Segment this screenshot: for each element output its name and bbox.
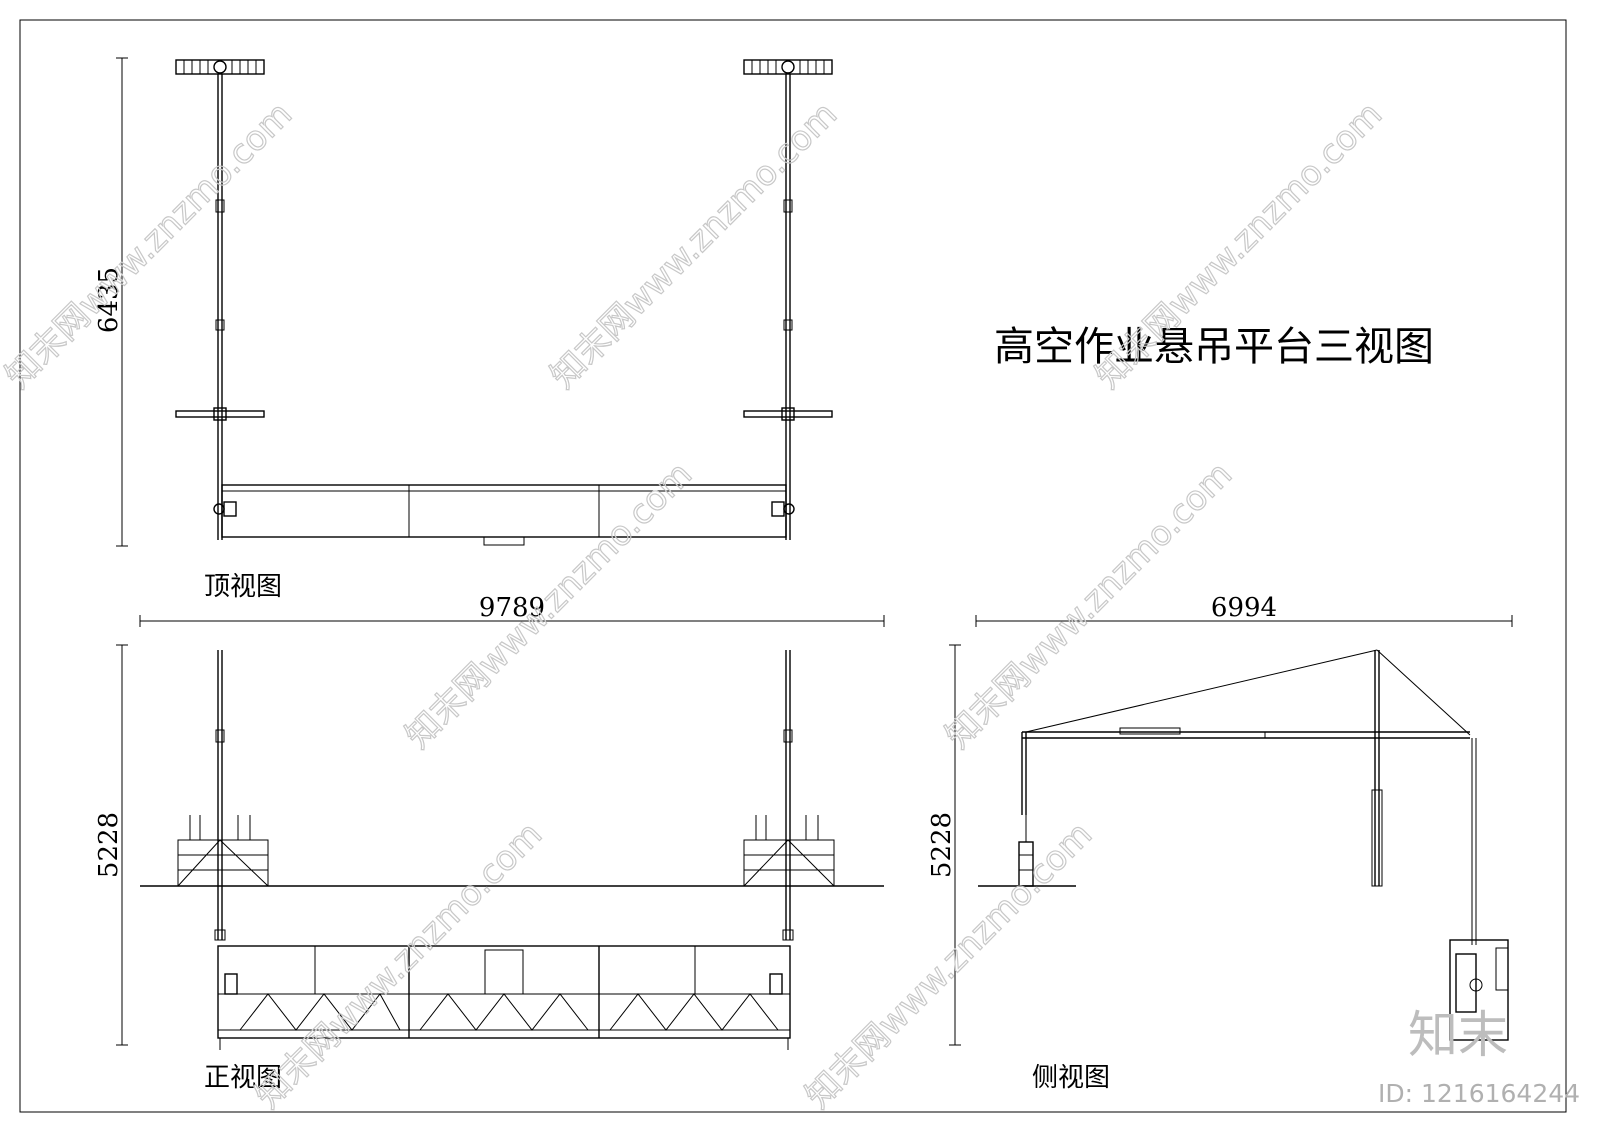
watermark-text: 知末网www.znzmo.com [543, 94, 845, 396]
top-height-value: 6435 [94, 267, 124, 333]
top-view-label: 顶视图 [204, 572, 282, 602]
front-view: 5228 [94, 644, 884, 1093]
top-platform [213, 484, 795, 546]
watermark-text: 知末网www.znzmo.com [0, 94, 300, 396]
side-width-dimension: 6994 [975, 593, 1513, 627]
sheet-border [19, 19, 1567, 1113]
watermark-logo: 知末 [1408, 1006, 1508, 1064]
side-platform [1449, 939, 1509, 1041]
total-width-dimension: 9789 [139, 593, 885, 627]
front-suspension-left [177, 650, 269, 941]
drawing-title: 高空作业悬吊平台三视图 [994, 324, 1434, 370]
top-counterweight-left [175, 59, 265, 75]
front-platform [217, 945, 791, 1050]
side-frame [1018, 649, 1477, 945]
side-view-label: 侧视图 [1032, 1063, 1110, 1093]
watermark-text: 知末网www.znzmo.com [938, 454, 1240, 756]
top-beam-left [175, 74, 265, 540]
side-height-value: 5228 [927, 812, 957, 878]
front-height-dimension: 5228 [94, 644, 128, 1046]
top-counterweight-right [743, 59, 833, 75]
front-height-value: 5228 [94, 812, 124, 878]
front-suspension-right [743, 650, 835, 941]
side-view: 6994 5228 [927, 593, 1513, 1093]
total-width-value: 9789 [479, 593, 545, 623]
side-height-dimension: 5228 [927, 644, 961, 1046]
top-beam-right [743, 74, 833, 540]
front-view-label: 正视图 [204, 1063, 282, 1093]
side-width-value: 6994 [1211, 593, 1277, 623]
watermark-text: 知末网www.znzmo.com [248, 814, 550, 1116]
top-height-dimension: 6435 [94, 57, 128, 547]
watermark-text: 知末网www.znzmo.com [398, 454, 700, 756]
top-view: 6435 [94, 57, 833, 602]
watermark-id: ID: 1216164244 [1378, 1079, 1580, 1108]
